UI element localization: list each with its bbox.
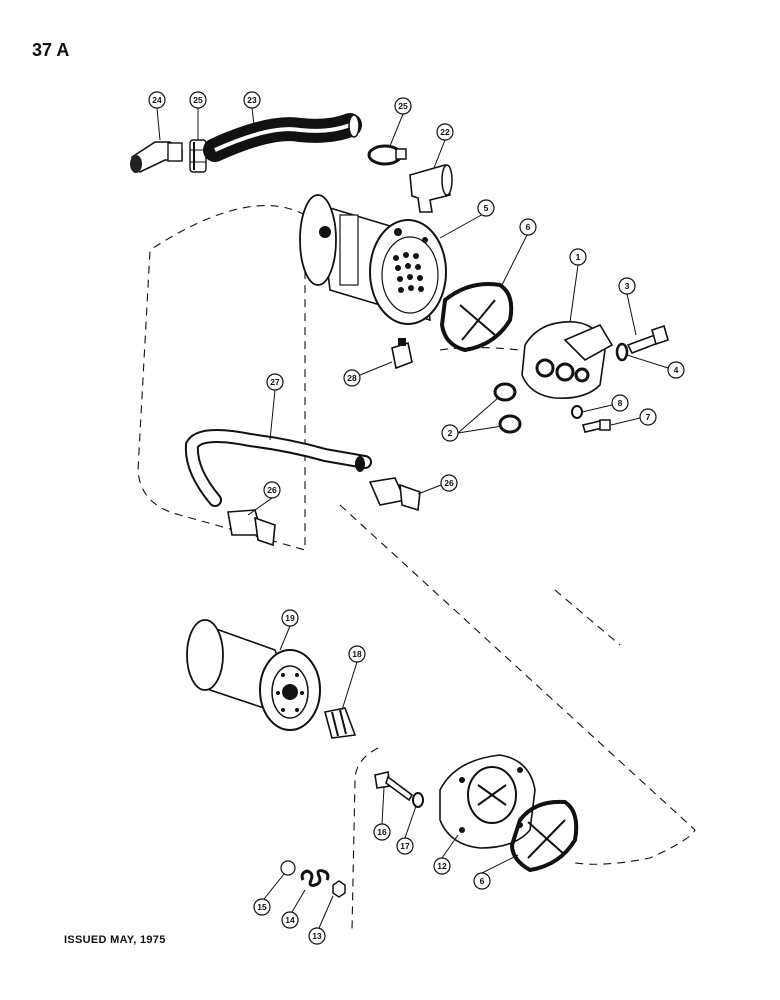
callout-6-top: 6	[519, 218, 537, 236]
callout-7: 7	[639, 408, 657, 426]
svg-text:27: 27	[270, 377, 280, 387]
part-15-ball	[280, 860, 296, 876]
callout-23: 23	[243, 91, 261, 109]
issued-date: ISSUED MAY, 1975	[64, 934, 166, 946]
svg-text:19: 19	[285, 613, 295, 623]
callout-2: 2	[441, 424, 459, 442]
svg-text:25: 25	[193, 95, 203, 105]
leader-lines	[156, 107, 669, 929]
part-26-connector-left	[227, 509, 276, 547]
callout-14: 14	[281, 911, 299, 929]
part-2-o-rings	[493, 382, 522, 434]
svg-text:4: 4	[674, 365, 679, 375]
part-25-hose-clamp	[367, 144, 407, 166]
callout-22: 22	[436, 123, 454, 141]
callout-25-clamp: 25	[394, 97, 412, 115]
svg-text:23: 23	[247, 95, 257, 105]
callout-16: 16	[373, 823, 391, 841]
part-17-washer	[412, 792, 424, 808]
part-28-fitting	[391, 338, 413, 370]
callout-28: 28	[343, 369, 361, 387]
callout-25-fitting: 25	[189, 91, 207, 109]
svg-text:3: 3	[625, 281, 630, 291]
svg-text:14: 14	[285, 915, 295, 925]
page-number: 37 A	[32, 40, 70, 60]
svg-text:26: 26	[444, 478, 454, 488]
part-16-capscrew	[374, 771, 414, 802]
callout-26-right: 26	[440, 474, 458, 492]
svg-text:12: 12	[437, 861, 447, 871]
part-4-lockwasher	[615, 342, 629, 362]
callout-17: 17	[396, 837, 414, 855]
svg-text:26: 26	[267, 485, 277, 495]
part-13-plug	[332, 880, 346, 898]
part-6-gasket-bottom	[509, 799, 579, 873]
part-7-screw	[582, 419, 611, 433]
callout-27: 27	[266, 373, 284, 391]
callout-3: 3	[618, 277, 636, 295]
part-12-filter-adapter	[439, 754, 536, 849]
svg-text:28: 28	[347, 373, 357, 383]
part-18-nipple	[324, 707, 357, 739]
callout-8: 8	[611, 394, 629, 412]
svg-text:17: 17	[400, 841, 410, 851]
svg-text:18: 18	[352, 649, 362, 659]
callout-1: 1	[569, 248, 587, 266]
part-24-elbow-fitting	[130, 141, 183, 174]
svg-text:15: 15	[257, 902, 267, 912]
svg-text:8: 8	[618, 398, 623, 408]
callout-15: 15	[253, 898, 271, 916]
callout-19: 19	[281, 609, 299, 627]
svg-text:2: 2	[448, 428, 453, 438]
svg-text:22: 22	[440, 127, 450, 137]
callout-13: 13	[308, 927, 326, 945]
svg-text:25: 25	[398, 101, 408, 111]
callout-18: 18	[348, 645, 366, 663]
part-1-adapter-cover	[521, 321, 614, 400]
svg-text:6: 6	[526, 222, 531, 232]
svg-text:5: 5	[484, 203, 489, 213]
svg-text:24: 24	[152, 95, 162, 105]
svg-text:16: 16	[377, 827, 387, 837]
callout-6-bottom: 6	[473, 872, 491, 890]
part-19-oil-filter	[186, 619, 321, 731]
callout-12: 12	[433, 857, 451, 875]
svg-text:13: 13	[312, 931, 322, 941]
callout-24: 24	[148, 91, 166, 109]
part-6-gasket-top	[439, 282, 514, 353]
svg-text:7: 7	[646, 412, 651, 422]
part-27-tube	[184, 429, 372, 507]
part-5-oil-cooler	[299, 194, 447, 325]
part-3-capscrew	[626, 324, 669, 355]
part-22-tee-fitting	[409, 163, 453, 213]
svg-text:1: 1	[576, 252, 581, 262]
part-23-hose	[203, 113, 362, 162]
callout-5: 5	[477, 199, 495, 217]
part-8-nut	[571, 405, 583, 419]
part-14-spring	[300, 869, 330, 887]
part-26-connector-right	[368, 477, 421, 512]
part-25-hose-fitting	[189, 139, 207, 173]
svg-text:6: 6	[480, 876, 485, 886]
callout-4: 4	[667, 361, 685, 379]
callout-26-left: 26	[263, 481, 281, 499]
